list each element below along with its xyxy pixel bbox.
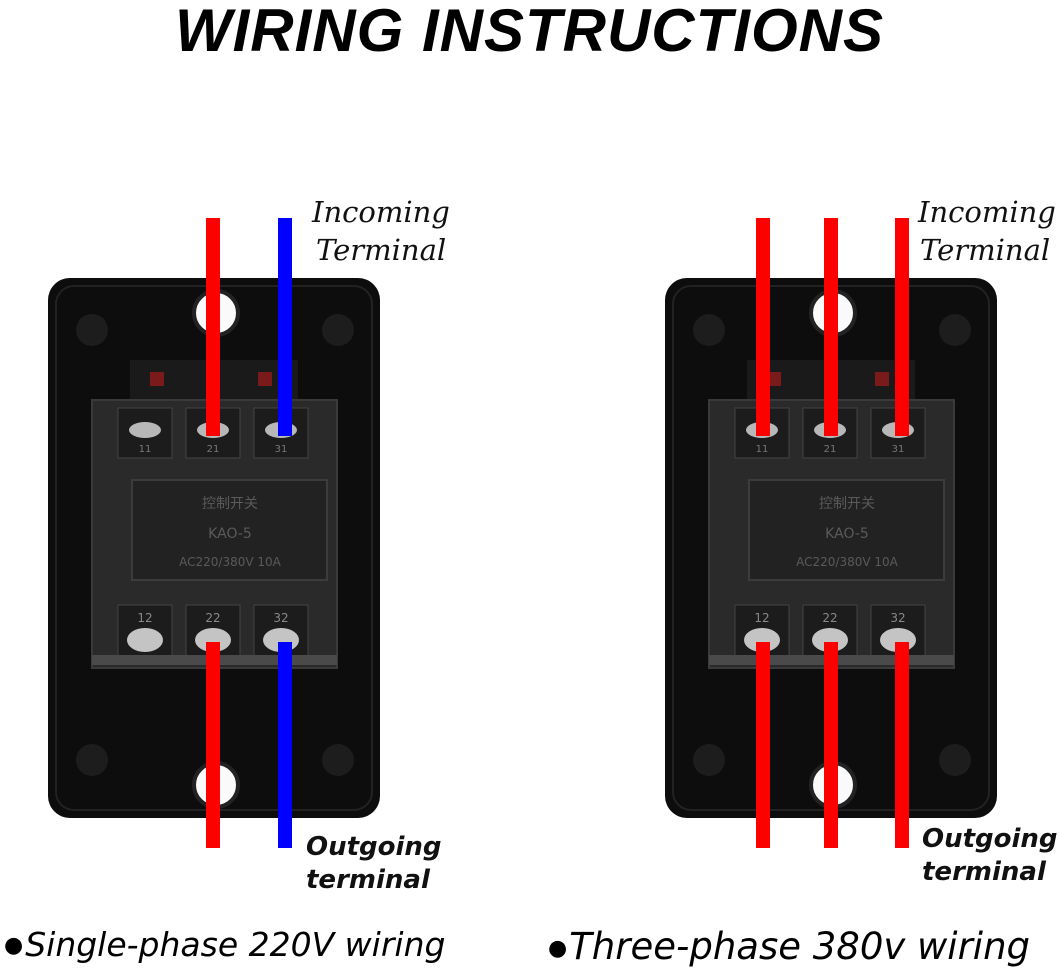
caption-bullet: ● <box>548 936 568 961</box>
left-wire-red-out <box>206 642 220 848</box>
right-terminal-bottom-1: 12 <box>754 611 769 625</box>
single-phase-caption-text: Single-phase 220V wiring <box>25 925 446 964</box>
left-switch-text-3: AC220/380V 10A <box>179 555 282 569</box>
right-terminal-top-1: 11 <box>756 444 769 455</box>
left-terminal-bottom-3: 32 <box>273 611 288 625</box>
single-phase-caption: ●Single-phase 220V wiring <box>4 925 445 964</box>
right-switch-text-1: 控制开关 <box>819 496 875 512</box>
right-wire-red-in-3 <box>895 218 909 436</box>
caption-bullet: ● <box>4 933 24 958</box>
left-switch-text-2: KAO-5 <box>208 526 252 542</box>
left-wire-blue-in <box>278 218 292 436</box>
right-switch-text-2: KAO-5 <box>825 526 869 542</box>
left-terminal-top-2: 21 <box>207 444 220 455</box>
left-outgoing-label-2: terminal <box>306 865 431 895</box>
right-incoming-label-2: Terminal <box>920 233 1050 267</box>
right-wire-red-out-3 <box>895 642 909 848</box>
right-terminal-bottom-2: 22 <box>822 611 837 625</box>
left-incoming-label-1: Incoming <box>311 195 450 229</box>
right-switch: 11 21 31 12 22 32 控制开关 KAO-5 AC220/380V … <box>665 195 1058 887</box>
left-outgoing-label-1: Outgoing <box>306 832 442 862</box>
left-terminal-bottom-1: 12 <box>137 611 152 625</box>
left-incoming-label-2: Terminal <box>316 233 446 267</box>
three-phase-caption-text: Three-phase 380v wiring <box>569 925 1031 968</box>
left-terminal-top-3: 31 <box>275 444 288 455</box>
right-wire-red-in-1 <box>756 218 770 436</box>
right-wire-red-out-1 <box>756 642 770 848</box>
left-wire-red-in <box>206 218 220 436</box>
right-incoming-label-1: Incoming <box>917 195 1056 229</box>
right-terminal-top-3: 31 <box>892 444 905 455</box>
right-switch-text-3: AC220/380V 10A <box>796 555 899 569</box>
right-terminal-bottom-3: 32 <box>890 611 905 625</box>
left-switch: 11 21 31 12 22 32 控制开关 KAO-5 AC220/380V … <box>48 195 450 895</box>
three-phase-caption: ●Three-phase 380v wiring <box>548 925 1030 968</box>
left-terminal-bottom-2: 22 <box>205 611 220 625</box>
page-title: WIRING INSTRUCTIONS <box>175 0 884 64</box>
left-switch-text-1: 控制开关 <box>202 496 258 512</box>
right-terminal-top-2: 21 <box>824 444 837 455</box>
right-outgoing-label-1: Outgoing <box>922 824 1058 854</box>
right-wire-red-out-2 <box>824 642 838 848</box>
right-wire-red-in-2 <box>824 218 838 436</box>
left-wire-blue-out <box>278 642 292 848</box>
left-terminal-top-1: 11 <box>139 444 152 455</box>
right-outgoing-label-2: terminal <box>922 857 1047 887</box>
